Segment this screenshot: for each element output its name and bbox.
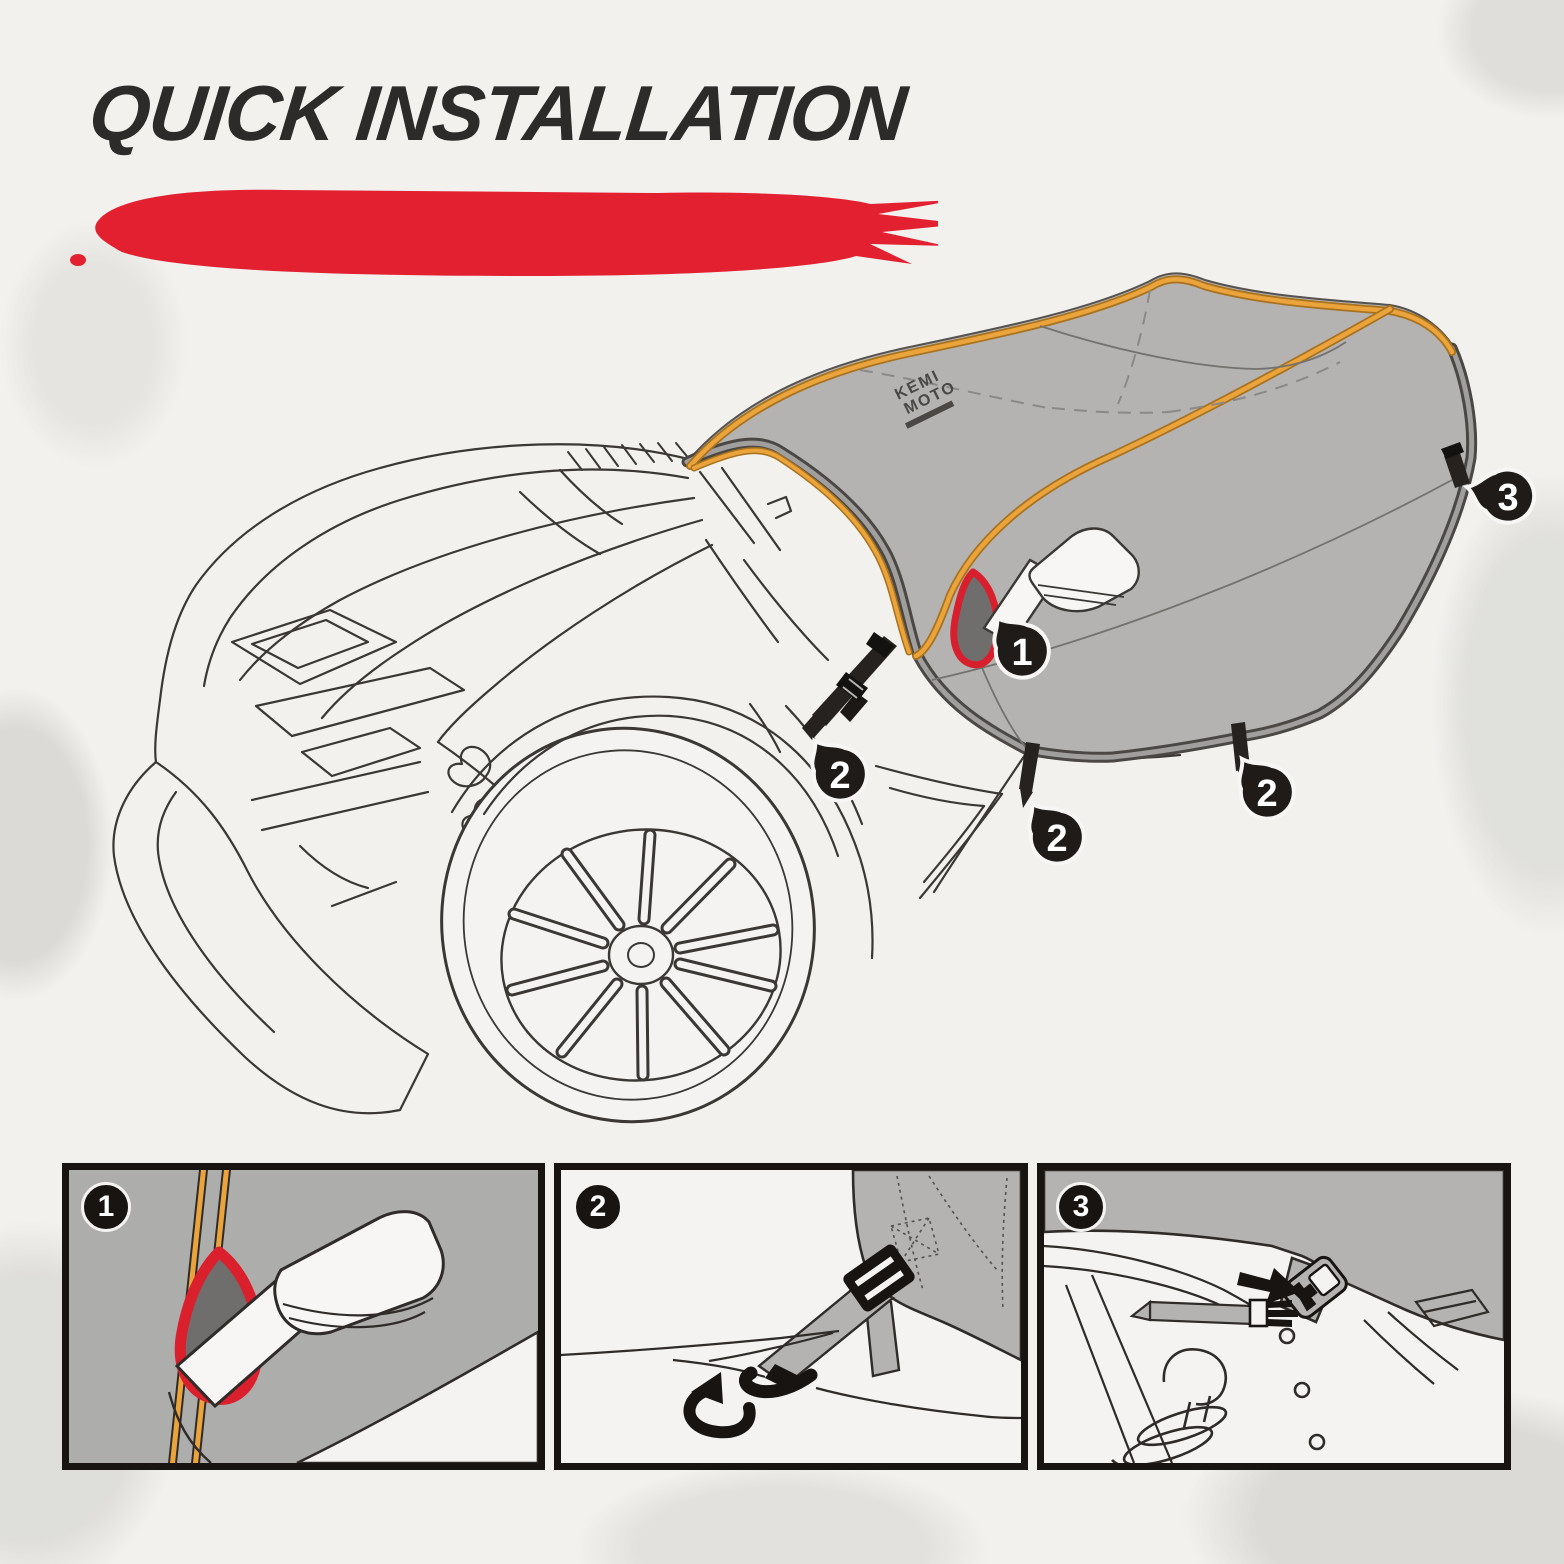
svg-text:1: 1	[1011, 632, 1032, 674]
vehicle-line-art	[112, 442, 1252, 1124]
fender-lines	[561, 1329, 1021, 1420]
piping-diagonal-seam	[912, 305, 1394, 660]
insert-arrow-icon	[1237, 1268, 1300, 1304]
brand-logo: KEMI MOTO	[892, 367, 959, 429]
half-cover: KEMI MOTO	[681, 272, 1478, 763]
mirror-head	[1028, 527, 1140, 613]
snap-rivets	[1278, 1327, 1326, 1451]
callout-badge-step2-front: 2	[810, 739, 869, 803]
strap-front	[802, 632, 897, 740]
callout-badge-step1: 1	[992, 616, 1051, 680]
step-number-badge: 3	[1056, 1182, 1106, 1232]
cover-edge-band	[1044, 1170, 1504, 1342]
callout-badge-step3: 3	[1462, 451, 1547, 537]
step-panel-1: 1	[62, 1163, 545, 1470]
mirror-head-detail	[273, 1210, 445, 1336]
step3-illustration	[1044, 1170, 1504, 1463]
callout-badge-step2-right: 2	[1237, 757, 1296, 821]
step-panel-2: 2	[554, 1163, 1028, 1470]
cover-corner	[851, 1170, 1021, 1362]
hook	[739, 1366, 818, 1399]
steps-row: 1	[62, 1163, 1511, 1470]
body-wedge	[296, 1330, 538, 1463]
red-brush-stroke	[70, 189, 938, 276]
callout-badge-step2-center: 2	[1027, 802, 1086, 866]
piping-front-edge	[690, 447, 913, 656]
rotate-hook-arrow-icon	[683, 1372, 756, 1439]
mirror-pocket	[950, 568, 1001, 669]
step1-illustration	[69, 1170, 538, 1463]
stitch-lines	[890, 1175, 1008, 1311]
strap-rear	[1441, 442, 1470, 488]
step-panel-3: 3	[1037, 1163, 1511, 1470]
svg-text:2: 2	[1046, 818, 1067, 860]
callout-badges: 1 2 2 2 3	[810, 451, 1547, 866]
svg-text:2: 2	[1256, 773, 1277, 815]
step-number-badge: 2	[573, 1182, 623, 1232]
male-buckle-prongs	[1267, 1300, 1298, 1327]
buckle-receptacle	[1281, 1255, 1348, 1319]
hood-louvers	[567, 442, 691, 471]
cover-dashed-seams	[859, 289, 1341, 414]
step2-illustration	[561, 1170, 1021, 1463]
frame-lines	[1064, 1274, 1490, 1463]
strap-keeper	[1248, 1298, 1269, 1328]
front-wheel	[440, 726, 816, 1124]
step-number-badge: 1	[81, 1182, 131, 1232]
ladder-buckle	[843, 1244, 915, 1312]
cover-straps	[802, 442, 1470, 808]
svg-text:2: 2	[829, 755, 850, 797]
svg-text:3: 3	[1497, 477, 1518, 519]
shock-spring	[1111, 1348, 1228, 1463]
front-fender	[450, 695, 874, 960]
strap	[1148, 1300, 1254, 1326]
strap-bottom-center	[1019, 742, 1040, 808]
